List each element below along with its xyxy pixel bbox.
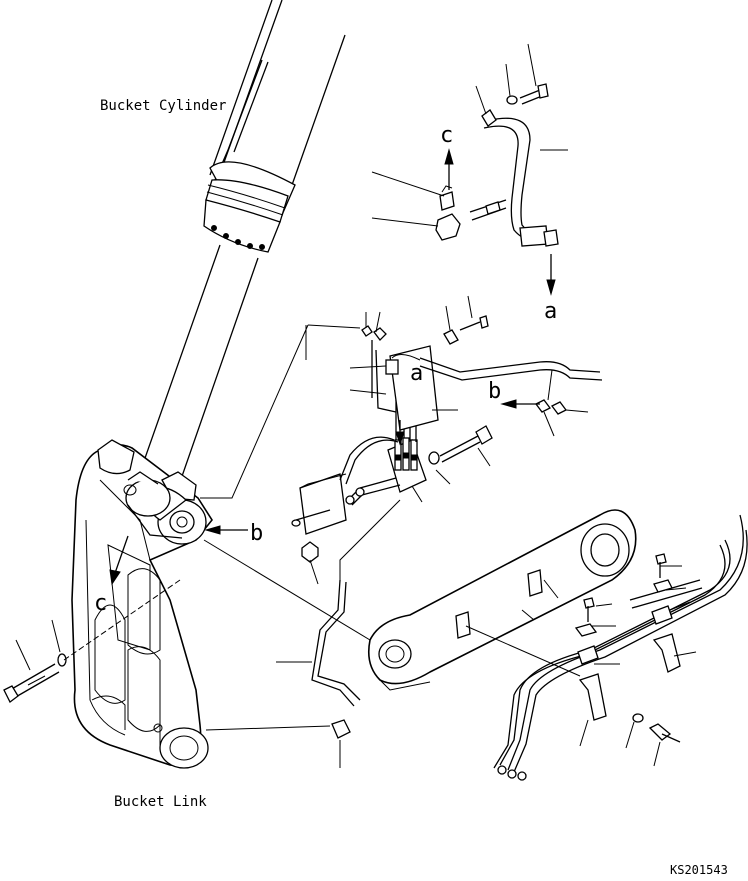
marker-b-right: b bbox=[488, 379, 501, 404]
marker-c-top: c bbox=[440, 123, 453, 148]
upper-hose-group bbox=[435, 83, 559, 247]
bucket-cylinder bbox=[137, 0, 346, 483]
marker-a-arrow: a bbox=[544, 299, 557, 324]
link-arm bbox=[367, 509, 637, 691]
right-hose-bundle bbox=[493, 514, 748, 781]
marker-c-left: c bbox=[94, 591, 107, 616]
marker-b-left: b bbox=[250, 521, 263, 546]
bucket-link-label: Bucket Link bbox=[114, 794, 207, 810]
direction-arrows bbox=[109, 148, 556, 586]
link-bolt-assembly bbox=[3, 579, 181, 703]
short-pipe bbox=[311, 579, 361, 739]
pipe-block-assembly bbox=[291, 315, 603, 585]
bucket-cylinder-label: Bucket Cylinder bbox=[100, 98, 226, 114]
drawing-code: KS201543 bbox=[670, 863, 728, 877]
bucket-link-frame bbox=[71, 439, 213, 769]
gland-bolts bbox=[211, 225, 265, 250]
marker-a-block: a bbox=[410, 361, 423, 386]
leader-lines bbox=[200, 43, 697, 768]
valve-fittings bbox=[394, 437, 418, 471]
